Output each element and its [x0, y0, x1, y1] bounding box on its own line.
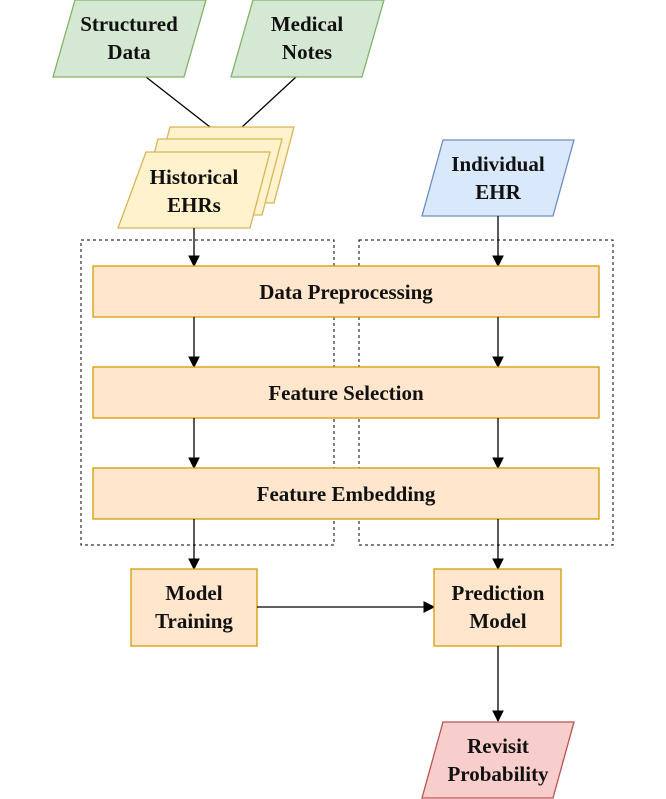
medical-notes-label-2: Notes	[282, 40, 332, 64]
prediction-model-label-2: Model	[469, 609, 526, 633]
revisit-probability-label-1: Revisit	[467, 734, 529, 758]
left-dashed-group	[80, 239, 335, 546]
historical-ehrs-label-2: EHRs	[167, 193, 221, 217]
structured-data-label-2: Data	[107, 40, 151, 64]
model-training-node[interactable]: Model Training	[130, 568, 258, 647]
prediction-model-label-1: Prediction	[452, 581, 545, 605]
data-preprocessing-node[interactable]: Data Preprocessing	[92, 265, 600, 318]
individual-ehr-label-1: Individual	[451, 152, 545, 176]
historical-ehrs-node[interactable]: Historical EHRs	[117, 126, 295, 229]
structured-to-historical-line	[145, 76, 211, 128]
revisit-probability-label-2: Probability	[447, 762, 549, 786]
feature-selection-node[interactable]: Feature Selection	[92, 366, 600, 419]
individual-ehr-label-2: EHR	[475, 180, 521, 204]
individual-ehr-node[interactable]: Individual EHR	[421, 139, 575, 217]
feature-embedding-node[interactable]: Feature Embedding	[92, 467, 600, 520]
revisit-probability-node[interactable]: Revisit Probability	[421, 721, 575, 799]
structured-data-node[interactable]: Structured Data	[52, 0, 207, 78]
data-preprocessing-label: Data Preprocessing	[259, 280, 433, 304]
right-dashed-group	[358, 239, 614, 546]
structured-data-label-1: Structured	[80, 12, 178, 36]
feature-embedding-label: Feature Embedding	[257, 482, 436, 506]
notes-to-historical-line	[241, 76, 297, 128]
feature-selection-label: Feature Selection	[268, 381, 424, 405]
medical-notes-node[interactable]: Medical Notes	[230, 0, 385, 78]
medical-notes-label-1: Medical	[271, 12, 343, 36]
model-training-label-1: Model	[165, 581, 222, 605]
historical-ehrs-label-1: Historical	[150, 165, 239, 189]
prediction-model-node[interactable]: Prediction Model	[433, 568, 562, 647]
model-training-label-2: Training	[155, 609, 233, 633]
